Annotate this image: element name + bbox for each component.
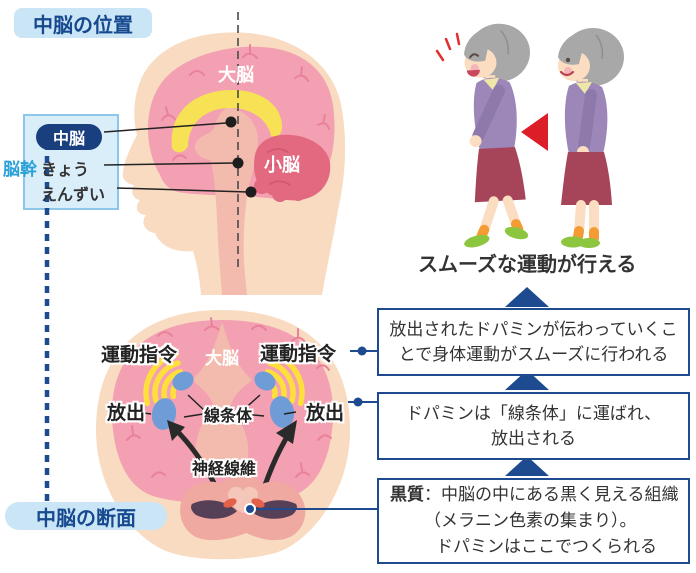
pons-label: きょう (41, 162, 90, 179)
motor-command-label-left: 運動指令 (101, 345, 178, 366)
cs-folds (126, 317, 332, 478)
medulla-label: えんずい (41, 187, 106, 204)
head-profile-illustration (103, 12, 346, 295)
cerebellum-shape (254, 134, 331, 202)
red-arrow-left (521, 113, 548, 151)
infobox-3-line2: （メラニン色素の集まり）。 (424, 511, 637, 530)
infobox-substantia-nigra: 黒質：中脳の中にある黒く見える組織 （メラニン色素の集まり）。 ドパミンはここで… (377, 478, 690, 564)
infobox-1-line2: とで身体運動がスムーズに行われる (398, 345, 669, 364)
cs-central-structures (192, 322, 252, 468)
motion-marks (435, 32, 461, 62)
corpus-callosum-yellow (171, 90, 283, 153)
motor-command-label-right: 運動指令 (260, 344, 337, 365)
woman-walking (464, 23, 530, 248)
cross-section-illustration (96, 310, 350, 560)
midbrain-label-pill: 中脳 (36, 124, 102, 150)
woman-standing (558, 28, 624, 248)
inner-brainstem-shape (194, 107, 258, 295)
pointer-dots (225, 116, 257, 198)
infobox-3-line3: ドパミンはここでつくられる (436, 537, 657, 556)
infobox-3-line1: ：中脳の中にある黒く見える組織 (424, 485, 679, 504)
badge-midbrain-position: 中脳の位置 (14, 8, 152, 38)
infobox-2-line2: 放出される (491, 429, 576, 448)
midbrain-slice (180, 475, 306, 541)
smooth-movement-caption: スムーズな運動が行える (418, 254, 637, 276)
cerebrum-label: 大脳 (218, 65, 254, 85)
up-triangle-3 (505, 456, 549, 476)
cerebellum-label: 小脳 (264, 155, 300, 175)
pointer-lines (103, 122, 249, 193)
release-label-left: 放出 (107, 403, 146, 424)
badge-midbrain-section: 中脳の断面 (5, 502, 167, 530)
cross-section-cerebrum-label: 大脳 (205, 349, 239, 368)
nerve-fibers-label: 神経線維 (192, 461, 257, 478)
substantia-nigra-term: 黒質 (390, 485, 424, 504)
striatum-label: 線条体 (204, 408, 253, 425)
cs-pointer-lines (136, 394, 297, 418)
infobox-dopamine-transmission: 放出されたドパミンが伝わっていくこ とで身体運動がスムーズに行われる (377, 308, 690, 376)
brainstem-label: 脳幹 (3, 160, 37, 179)
infobox-1-line1: 放出されたドパミンが伝わっていくこ (389, 320, 678, 339)
flow-connectors (244, 287, 549, 515)
release-label-right: 放出 (306, 403, 345, 424)
infobox-dopamine-release: ドパミンは「線条体」に運ばれ、 放出される (377, 392, 690, 460)
up-triangle-1 (505, 287, 549, 307)
up-triangle-2 (505, 370, 549, 390)
infobox-2-line1: ドパミンは「線条体」に運ばれ、 (405, 404, 662, 423)
women-illustration (435, 23, 624, 248)
